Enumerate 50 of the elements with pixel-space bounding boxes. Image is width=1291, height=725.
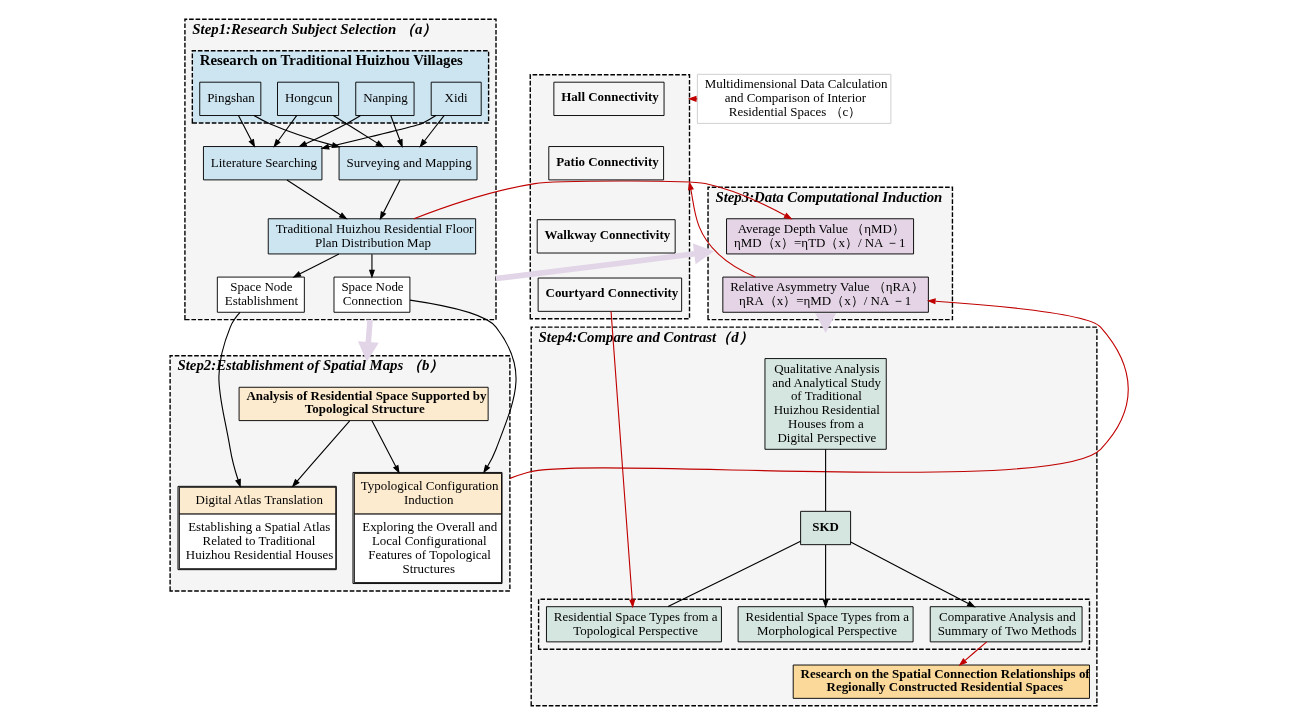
- node-box: Traditional Huizhou Residential Floor Plan Distribution Map: [267, 218, 477, 255]
- node-box: Space Node Connection: [333, 276, 411, 313]
- arrow: [850, 541, 976, 608]
- node-box: Analysis of Residential Space Supported by Topological Structure: [238, 386, 489, 422]
- arrow: [298, 115, 361, 148]
- node-box: Nanping: [355, 81, 415, 116]
- arrow: [368, 253, 375, 279]
- arrow: [495, 243, 714, 282]
- node-box: Xidi: [430, 81, 482, 116]
- node-box: Residential Space Types from a Topological Perspective: [546, 606, 722, 643]
- arrow: [292, 253, 340, 278]
- arrow: [253, 115, 341, 148]
- arrow: [409, 299, 517, 474]
- node-box: Comparative Analysis and Summary of Two Methods: [929, 606, 1083, 643]
- node-box: Literature Searching: [202, 146, 323, 181]
- node-box: Hongcun: [277, 81, 340, 116]
- arrow: [291, 420, 351, 488]
- arrow: [958, 641, 988, 666]
- arrow: [509, 298, 1129, 479]
- arrow: [237, 115, 256, 148]
- node-box: Relative Asymmetry Value （ηRA） ηRA（x）=ηMD（x）/ NA －1: [722, 276, 929, 313]
- arrow: [286, 179, 348, 220]
- arrow: [815, 313, 837, 334]
- arrow: [413, 180, 793, 220]
- arrow: [332, 115, 385, 148]
- arrow: [687, 181, 756, 278]
- node-box: Qualitative Analysis and Analytical Study of Traditional Huizhou Residential Houses from a Digital Perspective: [764, 358, 887, 450]
- connector: [667, 540, 802, 608]
- arrow: [357, 319, 379, 362]
- cluster: [529, 74, 691, 320]
- node-box: Average Depth Value （ηMD） ηMD（x）=ηTD（x）/ NA －1: [726, 218, 915, 255]
- node-box: Courtyard Connectivity: [537, 277, 683, 312]
- arrow: [610, 310, 636, 609]
- connector: [825, 448, 827, 512]
- node-box: SKD: [800, 510, 852, 546]
- node-box: Patio Connectivity: [548, 146, 665, 181]
- arrow: [390, 115, 403, 148]
- arrow: [419, 115, 445, 148]
- arrow: [371, 420, 400, 474]
- arrow: [320, 115, 437, 150]
- arrow: [218, 311, 241, 488]
- arrow: [379, 179, 401, 221]
- node-box: Walkway Connectivity: [536, 219, 676, 254]
- node-box: Pingshan: [199, 81, 262, 116]
- arrow: [822, 544, 829, 609]
- arrow: [273, 115, 298, 148]
- node-box: Space Node Establishment: [216, 276, 305, 313]
- node-box: Surveying and Mapping: [338, 146, 478, 181]
- node-box: Residential Space Types from a Morphological Perspective: [737, 606, 914, 643]
- node-box: Hall Connectivity: [553, 81, 665, 116]
